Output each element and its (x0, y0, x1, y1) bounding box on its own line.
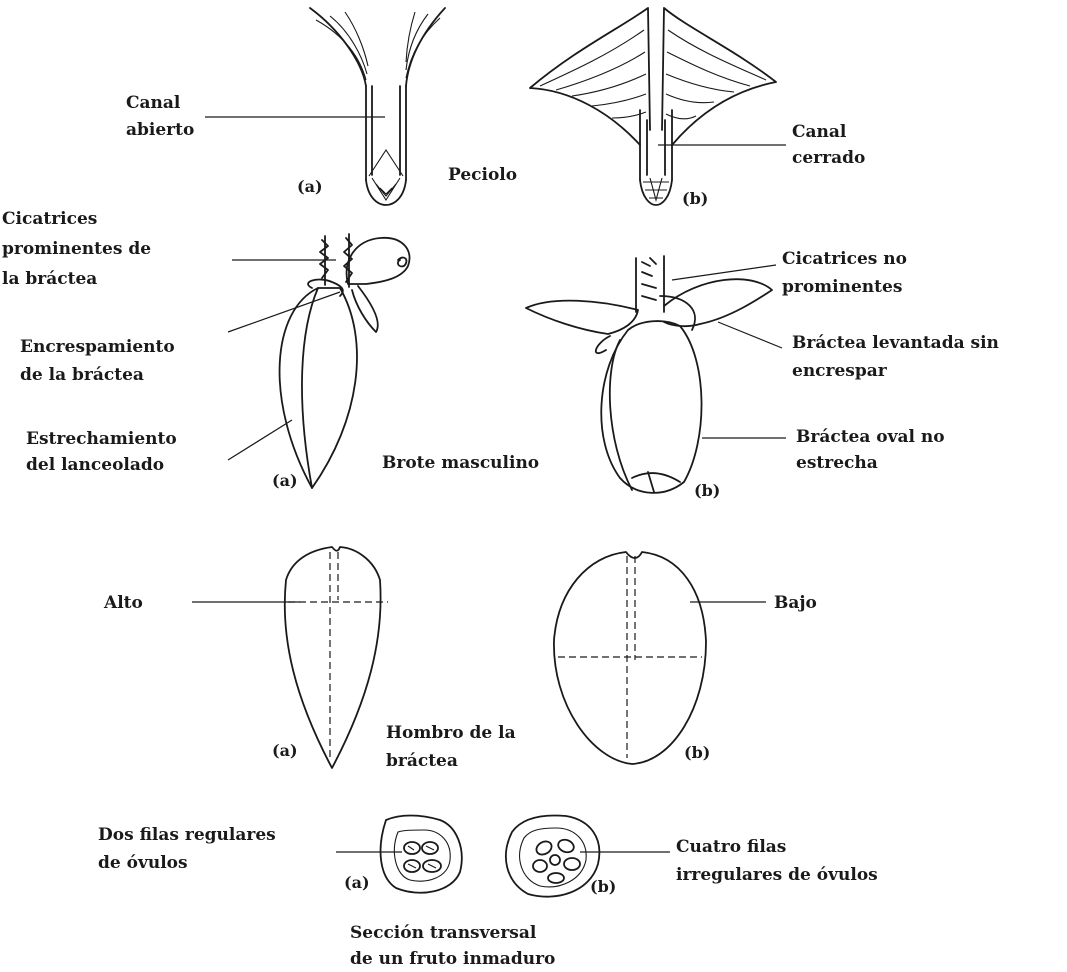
oval-bract-label: Bráctea oval no estrecha (796, 427, 951, 473)
fruit-section-b-tag: (b) (590, 877, 616, 896)
male-bud-b-tag: (b) (694, 481, 720, 500)
bract-shoulder-title: Hombro de la bráctea (386, 723, 522, 771)
lanceolate-narrowing-leader (228, 420, 292, 460)
open-canal-label: Canal abierto (126, 93, 194, 140)
bract-shoulder-a-tag: (a) (272, 741, 298, 760)
bract-curling-leader (228, 292, 340, 332)
prominent-scars-label: Cicatrices prominentes de la bráctea (2, 209, 157, 289)
bract-shoulder-b-tag: (b) (684, 743, 710, 762)
fruit-section-b-drawing (506, 816, 599, 897)
petiole-title: Peciolo (448, 165, 517, 185)
petiole-b-tag: (b) (682, 189, 708, 208)
raised-bract-leader (718, 322, 782, 348)
male-bud-title: Brote masculino (382, 453, 539, 473)
male-bud-a-tag: (a) (272, 471, 298, 490)
non-prominent-scars-label: Cicatrices no prominentes (782, 249, 913, 297)
bract-shoulder-a-drawing (285, 547, 388, 768)
closed-canal-label: Canal cerrado (792, 122, 865, 168)
bract-shoulder-b-drawing (554, 552, 706, 764)
high-label: Alto (103, 593, 143, 613)
four-rows-label: Cuatro filas irregulares de óvulos (676, 837, 878, 885)
low-label: Bajo (774, 593, 817, 613)
raised-bract-label: Bráctea levantada sin encrespar (792, 333, 1005, 381)
bract-curling-label: Encrespamiento de la bráctea (20, 337, 181, 385)
petiole-a-drawing (310, 8, 445, 205)
male-bud-a-drawing (280, 234, 410, 488)
fruit-section-a-drawing (381, 816, 462, 893)
petiole-a-tag: (a) (297, 177, 323, 196)
two-rows-label: Dos filas regulares de óvulos (98, 825, 282, 873)
non-prominent-scars-leader (672, 265, 776, 280)
male-bud-b-drawing (526, 256, 772, 493)
fruit-section-title: Sección transversal de un fruto inmaduro (350, 923, 555, 969)
lanceolate-narrowing-label: Estrechamiento del lanceolado (26, 429, 183, 475)
petiole-b-drawing (530, 8, 776, 205)
fruit-section-a-tag: (a) (344, 873, 370, 892)
